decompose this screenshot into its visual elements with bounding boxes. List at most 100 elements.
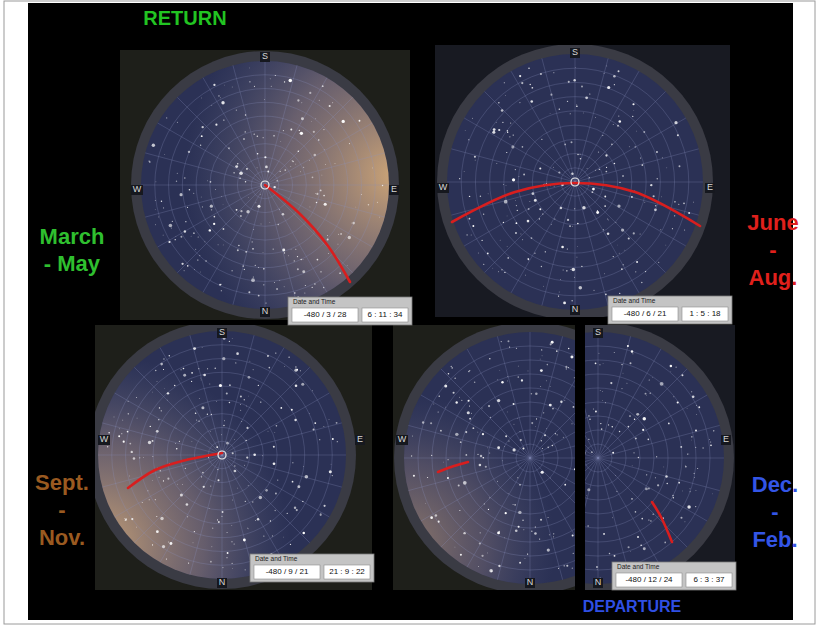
star — [175, 239, 176, 240]
star — [698, 406, 700, 408]
star — [346, 264, 348, 266]
star — [142, 502, 143, 503]
star — [216, 401, 218, 403]
star — [599, 364, 600, 365]
star — [637, 536, 639, 538]
star — [382, 185, 383, 186]
star — [486, 447, 488, 449]
sky-grid — [141, 61, 389, 309]
star — [196, 420, 197, 421]
star — [514, 504, 516, 506]
star — [531, 531, 532, 532]
star — [265, 302, 266, 303]
star — [650, 185, 651, 186]
star — [559, 278, 561, 280]
stars — [411, 340, 575, 572]
star — [232, 270, 233, 271]
star — [323, 148, 325, 150]
star — [541, 349, 542, 350]
star — [525, 274, 527, 276]
star — [663, 466, 665, 468]
star — [180, 193, 183, 196]
star — [226, 531, 228, 533]
star — [572, 568, 573, 569]
star — [175, 442, 177, 444]
star — [154, 200, 156, 202]
star — [455, 433, 458, 436]
star — [593, 290, 594, 291]
star — [650, 520, 652, 522]
season-label: March - May — [40, 223, 105, 278]
star — [617, 125, 619, 127]
star — [488, 509, 489, 510]
star — [316, 202, 317, 203]
date-time-window — [612, 562, 736, 590]
star — [272, 535, 273, 536]
star — [255, 265, 256, 266]
star — [497, 399, 500, 402]
star — [597, 210, 598, 211]
date-time-window — [250, 554, 374, 582]
star — [540, 369, 543, 372]
star — [336, 422, 338, 424]
star — [257, 153, 259, 155]
star — [683, 202, 685, 204]
star — [595, 169, 597, 171]
star — [296, 369, 298, 371]
star — [183, 270, 185, 272]
star — [481, 555, 483, 557]
star — [522, 146, 524, 148]
star — [693, 477, 695, 479]
star — [566, 565, 568, 567]
star — [207, 180, 209, 182]
zenith-marker — [218, 451, 226, 459]
star — [642, 164, 644, 166]
star — [550, 343, 552, 345]
star — [492, 267, 494, 269]
sky-disc — [404, 332, 575, 584]
star — [513, 423, 515, 425]
star — [507, 375, 509, 377]
star — [314, 422, 316, 424]
star — [572, 268, 576, 272]
star — [210, 181, 212, 183]
star — [549, 404, 552, 407]
star — [234, 470, 237, 473]
star — [245, 131, 246, 132]
compass-letter: N — [260, 307, 271, 317]
star — [273, 282, 275, 284]
star — [691, 391, 692, 392]
star — [479, 464, 482, 467]
star — [603, 229, 604, 230]
star — [149, 499, 150, 500]
star — [301, 102, 303, 104]
date-time-title: Date and Time — [293, 299, 335, 306]
star — [176, 483, 178, 485]
star — [339, 272, 340, 273]
star — [330, 463, 332, 465]
star — [176, 448, 178, 450]
star — [258, 385, 259, 386]
star — [297, 99, 299, 101]
horizon-ring — [95, 325, 356, 589]
season-label: Dec. - Feb. — [752, 471, 798, 554]
star — [588, 415, 590, 417]
star — [483, 264, 484, 265]
star — [678, 204, 679, 205]
star — [200, 379, 202, 381]
star — [553, 536, 554, 537]
star — [359, 120, 361, 122]
star — [552, 445, 554, 447]
star — [213, 84, 215, 86]
star — [668, 423, 670, 425]
star — [235, 362, 236, 363]
star — [463, 170, 465, 172]
star — [252, 248, 254, 250]
star — [655, 205, 657, 207]
star — [267, 171, 269, 173]
star — [200, 196, 202, 198]
star — [211, 546, 213, 548]
star — [681, 374, 683, 376]
star — [670, 365, 673, 368]
